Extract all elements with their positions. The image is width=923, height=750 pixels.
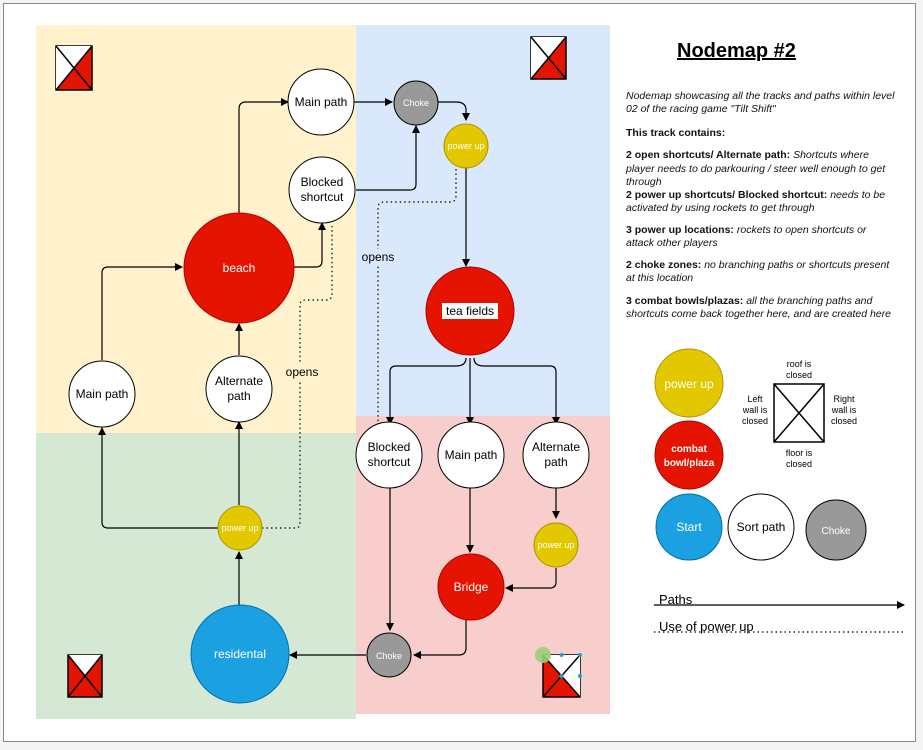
legend-label: bowl/plaza [664,458,715,469]
feature-key: 3 combat bowls/plazas: [626,294,744,307]
edge-bridge-to-choke [413,620,467,659]
legend-choke: Choke [805,499,867,561]
legend-right-label-3: closed [831,416,857,426]
closed-box-icon-top-left [55,45,93,91]
page-title: Nodemap #2 [677,40,796,62]
zone-tea-fields [356,25,610,416]
node-label: power up [537,540,574,550]
node-label: Blocked [368,440,411,454]
legend-closed-box-icon [773,383,825,443]
node-label: Main path [445,448,498,462]
node-powerup-bottom[interactable]: power up [533,522,579,568]
legend-right-label-2: wall is [831,405,857,415]
node-label: Choke [376,651,402,661]
legend-label: combat [671,444,707,455]
node-label: Alternate [532,440,580,454]
feature-value: needs to be activated by using rockets t… [626,188,886,214]
legend-label: power up [664,377,714,391]
feature-item: 2 choke zones: no branching paths or sho… [626,259,896,285]
edge-beach-to-blocked-top [294,222,326,268]
feature-key: 2 open shortcuts/ Alternate path: [626,149,791,162]
feature-value: rockets to open shortcuts or attack othe… [626,224,867,250]
node-label: Main path [295,95,348,109]
node-blocked-shortcut-top[interactable]: Blocked shortcut [288,156,356,224]
legend-floor-label-1: floor is [786,448,813,458]
node-label: tea fields [446,304,494,318]
node-label: path [544,455,567,469]
node-label: beach [223,261,256,275]
edge-beach-to-mainpath-top [238,98,289,213]
node-label: power up [447,141,484,151]
edge-mainpath-left-to-beach [101,263,183,360]
legend-use-of-powerup-label: Use of power up [659,619,754,634]
legend-roof-label-1: roof is [787,359,812,369]
legend-start: Start [655,493,723,561]
legend-label: Start [676,520,702,534]
feature-key: 2 choke zones: [626,259,702,272]
legend-paths-label: Paths [659,592,693,607]
feature-value: Shortcuts where player needs to do parko… [626,149,886,188]
edge-blocked-top-to-choke [356,125,420,191]
closed-box-icon-bottom-right [535,647,582,698]
edge-choke-to-powerup-top [438,101,470,121]
feature-item: 2 open shortcuts/ Alternate path: Shortc… [626,149,896,215]
legend-label: Sort path [737,520,786,534]
edge-tea-to-blocked [386,357,467,425]
feature-value: all the branching paths and shortcuts co… [626,294,891,320]
description-intro: Nodemap showcasing all the tracks and pa… [626,90,895,116]
node-powerup-top[interactable]: power up [443,123,489,169]
legend-floor-label-2: closed [786,459,812,469]
legend-left-label-1: Left [747,394,763,404]
node-label: Alternate [215,374,263,388]
edge-tea-to-alternate [473,357,560,425]
node-main-path-left[interactable]: Main path [68,360,136,428]
node-alternate-path-left[interactable]: Alternate path [205,355,273,423]
node-bridge[interactable]: Bridge [437,553,505,621]
legend-label: Choke [822,526,851,537]
legend-roof-label-2: closed [786,370,812,380]
edge-powerup-opens-blocked-top [262,226,333,529]
node-blocked-shortcut-bottom[interactable]: Blocked shortcut [355,421,423,489]
node-label: shortcut [301,190,344,204]
node-label: Main path [76,387,129,401]
legend-right-label-1: Right [833,394,855,404]
edge-powerup-to-bridge [505,568,557,592]
node-main-path-top[interactable]: Main path [287,68,355,136]
edge-label-opens-1: opens [286,365,319,379]
node-label: shortcut [368,455,411,469]
node-powerup-left[interactable]: power up [217,505,263,551]
node-residental[interactable]: residental [190,604,290,704]
closed-box-icon-bottom-left [67,654,103,698]
node-choke-top[interactable]: Choke [393,80,439,126]
edge-powerup-to-mainpath-left [98,427,218,529]
closed-box-icon-top-right [530,36,567,80]
feature-value: no branching paths or shortcuts present … [626,259,890,285]
node-tea-fields[interactable]: tea fields [425,266,515,356]
edge-label-opens-2: opens [362,250,395,264]
node-beach[interactable]: beach [183,212,295,324]
legend-sort-path: Sort path [727,493,795,561]
contains-heading: This track contains: [626,127,726,140]
legend-combat-bowl: combat bowl/plaza [654,420,724,490]
node-label: power up [221,523,258,533]
feature-key: 3 power up locations: [626,224,734,236]
description-panel: Nodemap showcasing all the tracks and pa… [626,90,896,330]
node-label: residental [214,647,266,661]
node-label: Blocked [301,175,344,189]
node-label: path [227,389,250,403]
node-main-path-bottom[interactable]: Main path [437,421,505,489]
feature-item: 3 power up locations: rockets to open sh… [626,224,896,250]
node-alternate-path-bottom[interactable]: Alternate path [522,421,590,489]
legend-left-label-3: closed [742,416,768,426]
feature-key: 2 power up shortcuts/ Blocked shortcut: [626,188,828,201]
feature-item: 3 combat bowls/plazas: all the branching… [626,295,896,321]
node-label: Choke [403,98,429,108]
node-label: Bridge [454,580,489,594]
node-choke-bottom[interactable]: Choke [366,632,412,678]
legend-power-up: power up [654,348,724,418]
legend-left-label-2: wall is [742,405,768,415]
